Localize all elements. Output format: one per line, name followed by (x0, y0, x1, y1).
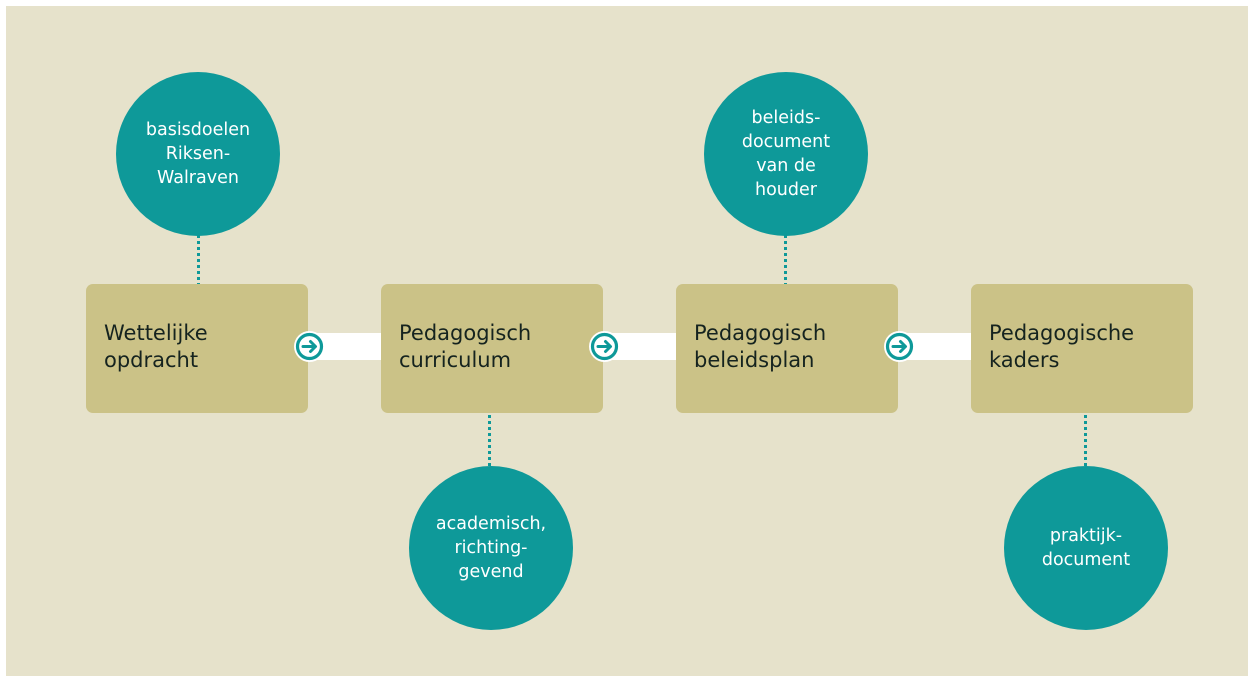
step-box-4: Pedagogische kaders (971, 284, 1193, 413)
step-label-1: Wettelijke opdracht (104, 321, 208, 372)
note-circle-1: basisdoelen Riksen- Walraven (116, 72, 280, 236)
arrow-right-circle-icon (884, 331, 915, 362)
dotted-line-3 (784, 228, 787, 286)
dotted-line-4 (1084, 404, 1087, 466)
step-label-2: Pedagogisch curriculum (399, 321, 532, 372)
note-label-1: basisdoelen Riksen- Walraven (145, 120, 251, 188)
step-box-2: Pedagogisch curriculum (381, 284, 603, 413)
note-circle-4: praktijk- document (1004, 466, 1168, 630)
dotted-line-1 (197, 228, 200, 286)
note-label-3: beleids- document van de houder (741, 108, 831, 200)
note-label-2: academisch, richting- gevend (435, 514, 547, 582)
step-label-3: Pedagogisch beleidsplan (694, 321, 827, 372)
note-circle-2: academisch, richting- gevend (409, 466, 573, 630)
arrow-right-circle-icon (589, 331, 620, 362)
step-box-3: Pedagogisch beleidsplan (676, 284, 898, 413)
step-label-4: Pedagogische kaders (989, 321, 1135, 372)
dotted-line-2 (488, 404, 491, 466)
arrow-right-circle-icon (294, 331, 325, 362)
note-label-4: praktijk- document (1041, 526, 1131, 570)
note-circle-3: beleids- document van de houder (704, 72, 868, 236)
step-box-1: Wettelijke opdracht (86, 284, 308, 413)
